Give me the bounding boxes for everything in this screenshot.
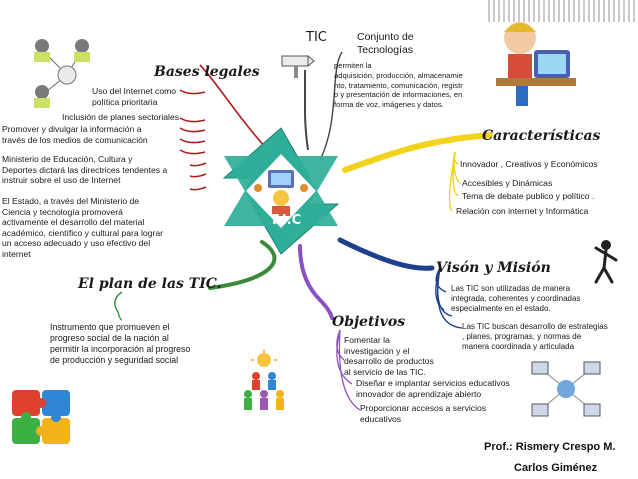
kid-computer-icon [496, 22, 576, 106]
center-star [222, 127, 340, 255]
center-label: T.I.C [270, 213, 302, 228]
bases-item-5: El Estado, a través del Ministerio de Ci… [2, 196, 163, 259]
caracteristicas-item-4: Relación con internet y Informática [456, 206, 589, 216]
tic-title: TIC [306, 30, 327, 45]
tic-text: permiten la adquisición, producción, alm… [334, 61, 463, 110]
caracteristicas-title: Características [482, 128, 601, 144]
caracteristicas-item-3: Tema de debate publico y político . [462, 191, 595, 201]
plan-text: Instrumento que promueven el progreso so… [50, 322, 191, 365]
caracteristicas-item-1: Innovador , Creativos y Económicos [460, 159, 598, 169]
plan-title: El plan de las TIC. [78, 276, 222, 292]
tic-subtitle: Conjunto de Tecnologías [357, 31, 414, 56]
decorative-stripes [488, 0, 638, 22]
objetivos-item-3: Proporcionar accesos a servicios educati… [360, 403, 487, 424]
puzzle-icon [12, 390, 70, 444]
objetivos-title: Objetivos [332, 314, 406, 330]
author-1: Prof.: Rismery Crespo M. [484, 441, 616, 453]
network-people-icon [34, 39, 90, 108]
kids-pyramid-icon [244, 350, 284, 410]
computer-network-icon [531, 361, 601, 417]
sign-post-icon [281, 54, 315, 78]
bases-item-1: Uso del Internet como política prioritar… [92, 86, 177, 107]
bases-item-2: Inclusión de planes sectoriales [62, 112, 180, 122]
bases-item-4: Ministerio de Educación, Cultura y Depor… [2, 154, 168, 186]
bases-connectors [179, 64, 269, 191]
author-2: Carlos Giménez [514, 462, 598, 474]
stick-figure-icon [594, 240, 618, 284]
objetivos-item-2: Diseñar e implantar servicios educativos… [356, 378, 510, 399]
vision-item-1: Las TIC son utilizadas de manera integra… [451, 284, 581, 313]
bases-title: Bases legales [154, 64, 260, 80]
vision-item-2: Las TIC buscan desarrollo de estrategias… [462, 322, 608, 351]
bases-item-3: Promover y divulgar la información a tra… [2, 124, 148, 145]
vision-title: Visón y Misión [436, 260, 551, 276]
center-clipart-icon [254, 170, 308, 216]
caracteristicas-item-2: Accesibles y Dinámicas [462, 178, 553, 188]
objetivos-item-1: Fomentar la investigación y el desarroll… [344, 335, 434, 377]
